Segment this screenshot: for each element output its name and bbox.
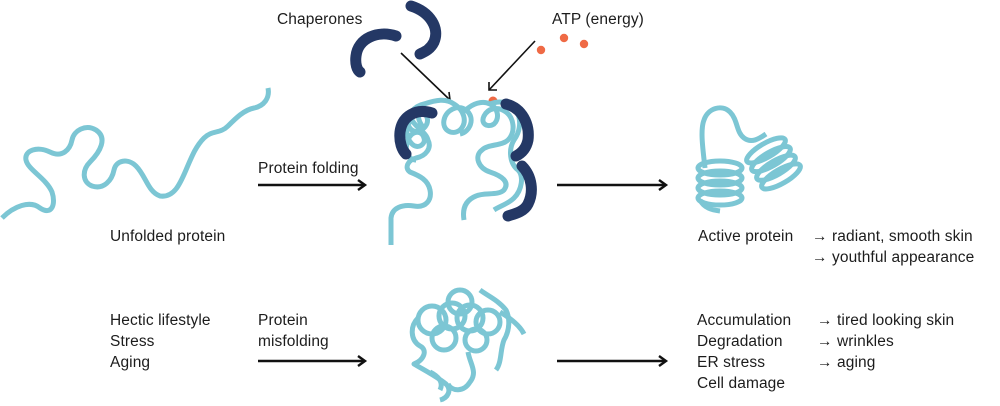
chaperone-bound-right-top [500, 98, 534, 162]
cause-item: Hectic lifestyle [110, 312, 211, 329]
unfolded-protein-label: Unfolded protein [110, 228, 226, 245]
active-protein-label: Active protein [698, 228, 794, 245]
damage-outcome: → wrinkles [817, 333, 894, 350]
atp-dot [579, 39, 589, 49]
misfolding-label-line: misfolding [258, 333, 329, 350]
misfolding-label-line: Protein [258, 312, 308, 329]
active-outcome: → radiant, smooth skin [812, 228, 973, 245]
effect-item: Degradation [697, 333, 783, 350]
protein-folding-label: Protein folding [258, 160, 359, 177]
chaperone-free-2 [405, 0, 442, 60]
active-protein [695, 105, 803, 214]
chaperone-bound-right-bottom [502, 160, 537, 222]
effect-item: Accumulation [697, 312, 792, 329]
unfolded-protein-strand [0, 87, 271, 220]
atp-label: ATP (energy) [552, 11, 644, 28]
to-active-arrow [557, 179, 669, 191]
misfolded-protein-aggregate [409, 287, 527, 403]
chaperones-label: Chaperones [277, 11, 363, 28]
chaperone-arrow [400, 52, 451, 101]
cause-item: Aging [110, 354, 151, 371]
atp-dot [559, 33, 569, 43]
cause-item: Stress [110, 333, 155, 350]
effect-item: Cell damage [697, 375, 786, 392]
damage-outcome: → tired looking skin [817, 312, 955, 329]
folding-arrow [258, 179, 368, 191]
atp-dot [536, 45, 546, 55]
misfolding-arrow [258, 355, 368, 367]
atp-arrow [488, 40, 536, 91]
damage-outcome: → aging [817, 354, 876, 371]
active-outcome: → youthful appearance [812, 249, 975, 266]
chaperone-bound-left [394, 106, 438, 160]
chaperone-free-1 [350, 28, 402, 78]
effect-item: ER stress [697, 354, 766, 371]
to-damage-arrow [557, 355, 669, 367]
